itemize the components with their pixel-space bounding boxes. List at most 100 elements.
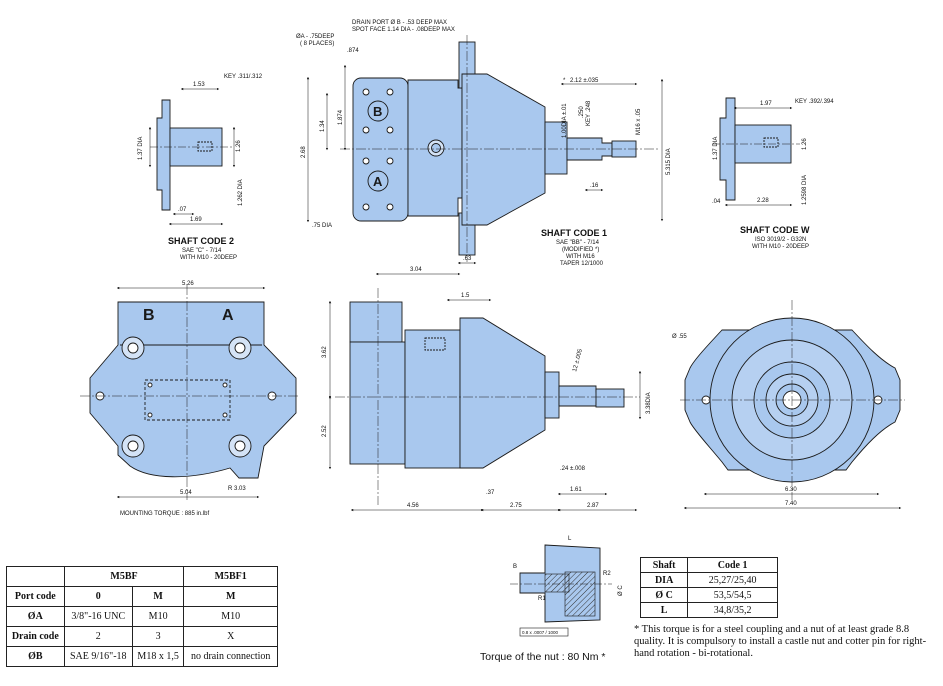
dim-137-w: 1.37 DIA [713,137,719,160]
shaft-dimension-table: Shaft Code 1 DIA 25,27/25,40 Ø C 53,5/54… [639,557,778,618]
dim-874: .874 [347,48,359,54]
dim-126-w: 1.26 [802,138,808,150]
table-cell: Drain code [6,626,65,647]
pump-front-view [80,285,300,500]
dim-250: .250 [579,106,585,118]
dim-24: .24 ±.008 [560,466,586,472]
shaft-section-detail [510,544,612,637]
shaft-code-2-view [150,99,232,211]
table-row: ØA 3/8"-16 UNC M10 M10 [6,606,278,627]
dim-362: 3.62 [322,346,328,358]
dim-75-dia: .75 DIA [312,223,332,229]
torque-footnote: * This torque is for a steel coupling an… [634,624,927,659]
shaft-code-1-sub2: (MODIFIED *) [562,247,599,253]
table-cell: 34,8/35,2 [687,602,778,618]
pump-side-view-top [340,35,660,262]
dim-63: .63 [463,256,472,262]
table-row: L 34,8/35,2 [639,602,778,618]
table-cell: Ø C [639,587,689,603]
dim-1874: 1.874 [338,109,344,125]
section-l: L [568,536,572,542]
dim-12: 12 ±.005 [572,348,584,373]
dim-55: Ø .55 [672,334,687,340]
shaft-code-w-sub2: WITH M10 - 20DEEP [752,244,809,250]
table-subheader-cell: M [131,586,185,607]
dim-287: 2.87 [587,503,599,509]
section-r2: R2 [603,571,611,577]
table-cell: M10 [131,606,185,627]
table-cell: no drain connection [183,646,278,667]
section-c: Ø C [618,585,624,596]
dim-526: 5.26 [182,281,194,287]
shaft-code-2-sub2: WITH M10 - 20DEEP [180,255,237,261]
dim-630: 6.30 [785,487,797,493]
dim-338-dia: 3.38DIA [646,392,652,414]
table-cell: 2 [63,626,133,647]
port-code-table: M5BF M5BF1 Port code 0 M M ØA 3/8"-16 UN… [6,566,278,667]
table-header-cell: M5BF1 [183,566,278,587]
table-header-cell: Code 1 [687,557,778,573]
dim-304: 3.04 [410,267,422,273]
table-cell: ØB [6,646,65,667]
section-taper: 0.8 x .0007 / 1000 [522,630,559,635]
table-cell: ØA [6,606,65,627]
table-subheader-cell: Port code [6,586,65,607]
key-w-label: KEY .392/.394 [795,99,834,105]
dim-137: 1.37 DIA [138,137,144,160]
dim-15: 1.5 [461,293,470,299]
table-row: Drain code 2 3 X [6,626,278,647]
shaft-code-1-sub4: TAPER 12/1000 [560,261,604,267]
table-cell: M18 x 1,5 [131,646,185,667]
dim-126: 1.26 [236,140,242,152]
table-cell: M10 [183,606,278,627]
table-row: Ø C 53,5/54,5 [639,587,778,603]
shaft-code-1-title: SHAFT CODE 1 [541,228,607,238]
shaft-code-2-sub1: SAE "C" - 7/14 [182,248,222,254]
table-cell: 53,5/54,5 [687,587,778,603]
dim-37: .37 [486,490,495,496]
table-header-cell: M5BF [63,566,185,587]
dim-16: .16 [590,183,599,189]
shaft-code-w-title: SHAFT CODE W [740,225,810,235]
holes-label-2: ( 8 PLACES) [300,41,334,47]
holes-label-1: ØA - .75DEEP [296,34,334,40]
pump-rear-view [680,300,905,500]
dim-169: 1.69 [190,217,202,223]
dim-504: 5.04 [180,490,192,496]
dim-275: 2.75 [510,503,522,509]
table-cell: 3 [131,626,185,647]
port-a-label: A [373,174,383,189]
table-row: DIA 25,27/25,40 [639,572,778,588]
dim-12598: 1.2598 DIA [802,175,808,205]
table-row: ØB SAE 9/16"-18 M18 x 1,5 no drain conne… [6,646,278,667]
dim-key-248: KEY .248 [586,100,592,126]
pump-side-view-bottom [335,288,640,505]
table-cell: X [183,626,278,647]
port-b-label: B [373,104,382,119]
drain-port-label-2: SPOT FACE 1.14 DIA - .08DEEP MAX [352,27,455,33]
dim-212: 2.12 ±.035 [570,78,599,84]
dim-5315: 5.315 DIA [666,148,672,175]
shaft-code-w-view [712,97,800,201]
face-b-label: B [143,307,155,324]
dim-456: 4.56 [407,503,419,509]
dim-161: 1.61 [570,487,582,493]
dim-134: 1.34 [320,120,326,132]
table-subheader-cell: 0 [63,586,133,607]
dim-268: 2.68 [301,146,307,158]
mounting-torque: MOUNTING TORQUE : 885 in.lbf [120,511,209,517]
table-header-cell: Shaft [639,557,689,573]
dim-r303: R 3.03 [228,486,246,492]
shaft-code-2-title: SHAFT CODE 2 [168,236,234,246]
dim-252: 2.52 [322,425,328,437]
table-cell: DIA [639,572,689,588]
table-subheader-cell: M [183,586,278,607]
section-r1: R1 [538,596,546,602]
dim-07: .07 [178,207,187,213]
table-header-cell [6,566,65,587]
key-label: KEY .311/.312 [224,74,263,80]
dim-m16: M16 x .05 [636,108,642,135]
nut-torque-caption: Torque of the nut : 80 Nm * [480,651,606,663]
drain-port-label-1: DRAIN PORT Ø B - .53 DEEP MAX [352,20,447,26]
